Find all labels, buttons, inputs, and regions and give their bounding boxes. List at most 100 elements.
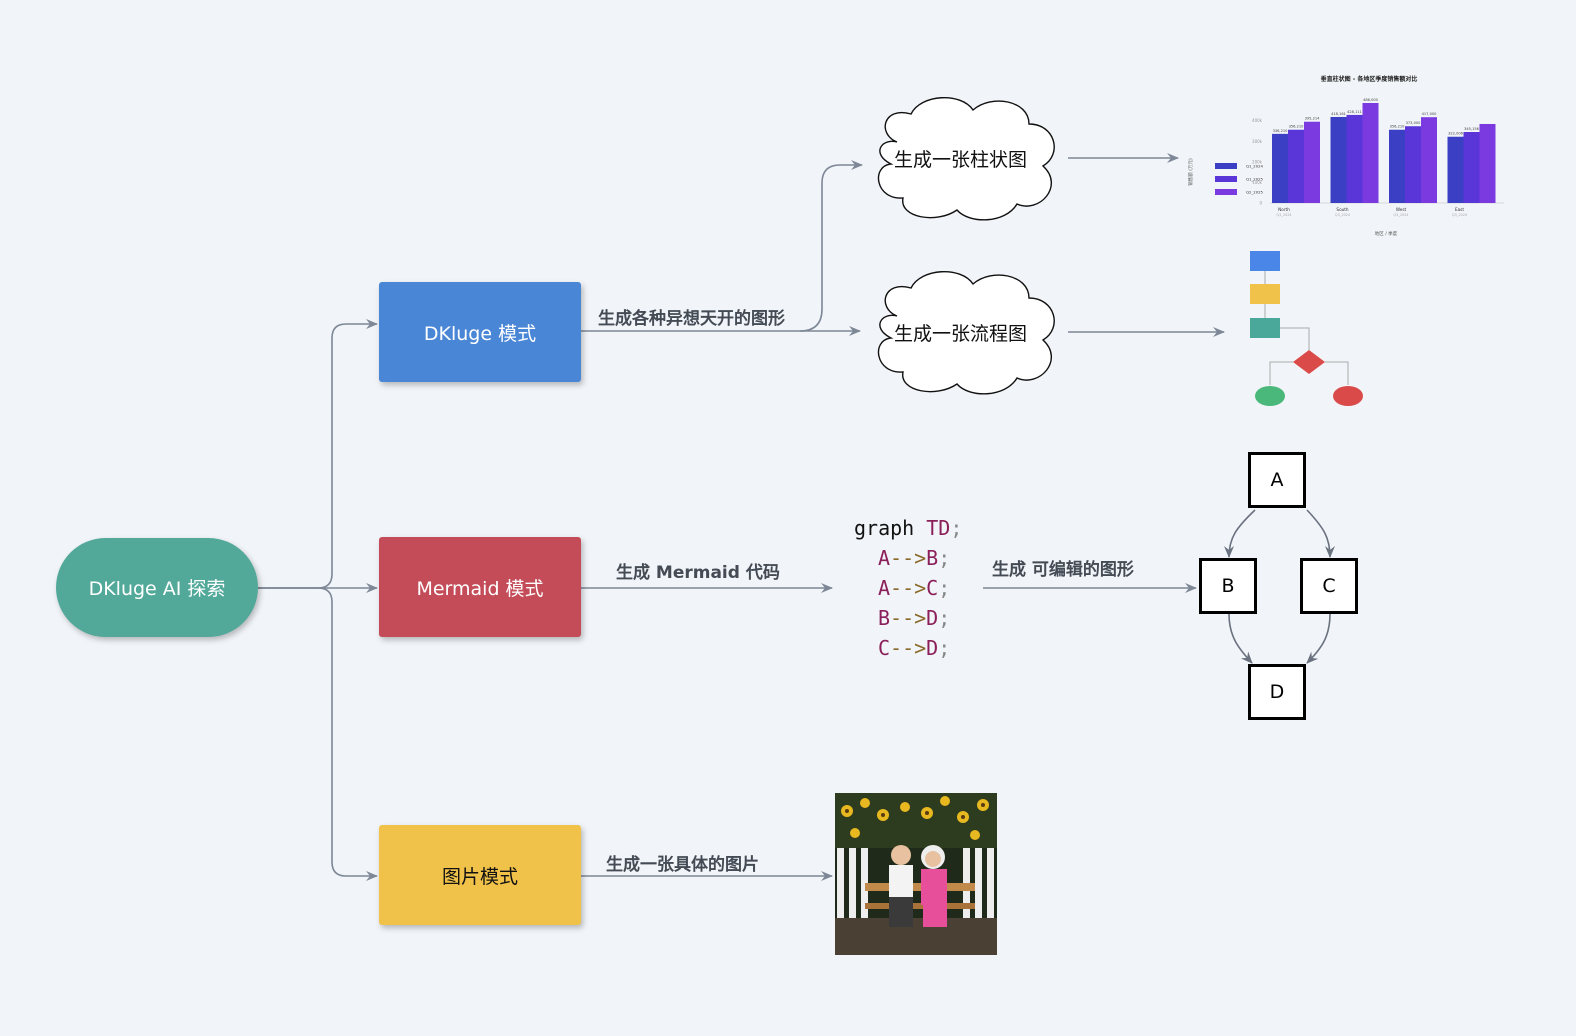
flow-thumb-decision <box>1293 350 1325 374</box>
cloud-bar-label: 生成一张柱状图 <box>894 149 1028 171</box>
edge-root-dkluge <box>258 319 378 589</box>
graph-node-a[interactable]: A <box>1248 452 1306 508</box>
chart-ytick-label: 300k <box>1252 139 1263 144</box>
code-edge-to: D <box>926 636 939 660</box>
graph-edges <box>1224 509 1335 664</box>
code-edge-to: C <box>926 576 939 600</box>
edge-label-dkluge: 生成各种异想天开的图形 <box>598 309 785 329</box>
chart-ytick-label: 100k <box>1252 180 1263 185</box>
flow-thumb-end-no <box>1333 386 1363 406</box>
code-keyword: graph <box>854 516 915 540</box>
cloud-flow <box>877 271 1055 395</box>
mermaid-mode-node[interactable]: Mermaid 模式 <box>379 537 581 637</box>
chart-data-label: 356,210 <box>1390 125 1406 129</box>
graph-edge-b-d <box>1228 613 1253 664</box>
code-direction: TD <box>926 516 951 540</box>
chart-data-label: 417,000 <box>1422 112 1438 116</box>
code-edge-to: D <box>926 606 939 630</box>
chart-title: 垂直柱状图 - 各地区季度销售额对比 <box>1321 75 1418 83</box>
chart-category-label: East <box>1455 207 1464 212</box>
edge-root-image <box>258 587 378 881</box>
flow-thumb-start <box>1250 251 1280 271</box>
code-edge-from: B <box>878 606 891 630</box>
chart-category-sublabel: Q3_2024 <box>1276 213 1291 217</box>
graph-edge-a-c <box>1306 509 1335 558</box>
flow-thumb-step <box>1250 284 1280 304</box>
chart-legend-swatch <box>1215 176 1237 182</box>
photo-illustration <box>835 793 997 955</box>
flow-thumb-end-yes <box>1255 386 1285 406</box>
flow-thumb-process <box>1250 318 1280 338</box>
chart-data-label: 345,156 <box>1464 127 1480 131</box>
image-mode-label: 图片模式 <box>441 865 518 888</box>
chart-data-label: 486,000 <box>1363 98 1379 102</box>
elderly-couple-photo <box>835 793 997 955</box>
code-edge-line: C-->D; <box>878 633 950 663</box>
chart-data-label: 356,210 <box>1289 125 1305 129</box>
code-edge-from: A <box>878 546 891 570</box>
chart-bar <box>1288 129 1304 203</box>
graph-edge-a-b <box>1224 509 1256 558</box>
chart-bar <box>1421 117 1437 203</box>
code-edge-semicolon: ; <box>938 576 951 600</box>
code-edge-line: B-->D; <box>878 603 950 633</box>
chart-bar <box>1479 123 1496 203</box>
chart-legend-label: Q2_2025 <box>1246 190 1264 195</box>
chart-category-label: West <box>1396 207 1407 212</box>
code-edge-line: A-->C; <box>878 573 950 603</box>
chart-category-sublabel: Q3_2024 <box>1452 213 1467 217</box>
mermaid-mode-label: Mermaid 模式 <box>416 577 544 600</box>
chart-category-label: South <box>1336 207 1349 212</box>
cloud-flow-label: 生成一张流程图 <box>894 323 1028 345</box>
chart-bar <box>1346 114 1363 203</box>
code-edge-arrow: --> <box>890 546 927 570</box>
chart-category-label: North <box>1278 207 1290 212</box>
chart-data-label: 428,111 <box>1347 110 1362 114</box>
edge-label-image: 生成一张具体的图片 <box>606 855 759 875</box>
chart-legend-swatch <box>1215 189 1237 195</box>
chart-category-sublabel: Q3_2024 <box>1335 213 1350 217</box>
mermaid-code-block: graph TD; <box>854 516 963 540</box>
chart-xlabel: 地区 / 季度 <box>1375 230 1398 237</box>
chart-bar <box>1447 136 1464 203</box>
chart-bar <box>1304 121 1320 203</box>
chart-legend-label: Q1_2024 <box>1246 164 1264 169</box>
graph-edge-c-d <box>1306 613 1331 664</box>
chart-ytick-label: 200k <box>1252 159 1263 164</box>
dkluge-mode-node[interactable]: DKluge 模式 <box>379 282 581 382</box>
graph-node-c[interactable]: C <box>1300 558 1358 614</box>
chart-data-label: 395,214 <box>1305 117 1321 121</box>
code-edge-arrow: --> <box>890 576 927 600</box>
image-mode-node[interactable]: 图片模式 <box>379 825 581 925</box>
code-edge-semicolon: ; <box>938 546 951 570</box>
flowchart-thumbnail <box>1250 251 1363 406</box>
mermaid-connectors <box>581 583 1197 881</box>
root-node[interactable]: DKluge AI 探索 <box>56 538 258 637</box>
chart-legend-swatch <box>1215 163 1237 169</box>
root-connectors <box>258 319 378 881</box>
graph-node-d[interactable]: D <box>1248 664 1306 720</box>
chart-bar <box>1463 132 1480 203</box>
edge-label-code: 生成 可编辑的图形 <box>992 560 1134 580</box>
code-edge-arrow: --> <box>890 606 927 630</box>
chart-data-label: 418,161 <box>1331 112 1346 116</box>
graph-node-b[interactable]: B <box>1199 558 1257 614</box>
chart-bar <box>1330 116 1347 203</box>
chart-category-sublabel: Q3_2024 <box>1393 213 1408 217</box>
code-edge-from: C <box>878 636 891 660</box>
code-edge-arrow: --> <box>890 636 927 660</box>
code-edge-semicolon: ; <box>938 636 951 660</box>
chart-data-label: 373,000 <box>1406 121 1422 125</box>
dkluge-connectors <box>581 153 1225 337</box>
chart-bar <box>1272 133 1288 203</box>
code-edge-line: A-->B; <box>878 543 950 573</box>
code-edge-semicolon: ; <box>938 606 951 630</box>
chart-bar <box>1405 126 1421 203</box>
chart-ytick-label: 0 <box>1259 201 1262 206</box>
dkluge-mode-label: DKluge 模式 <box>423 322 537 345</box>
chart-data-label: 322,006 <box>1448 132 1464 136</box>
root-node-label: DKluge AI 探索 <box>88 578 226 600</box>
chart-ylabel: 销售额 (万元) <box>1187 158 1194 186</box>
